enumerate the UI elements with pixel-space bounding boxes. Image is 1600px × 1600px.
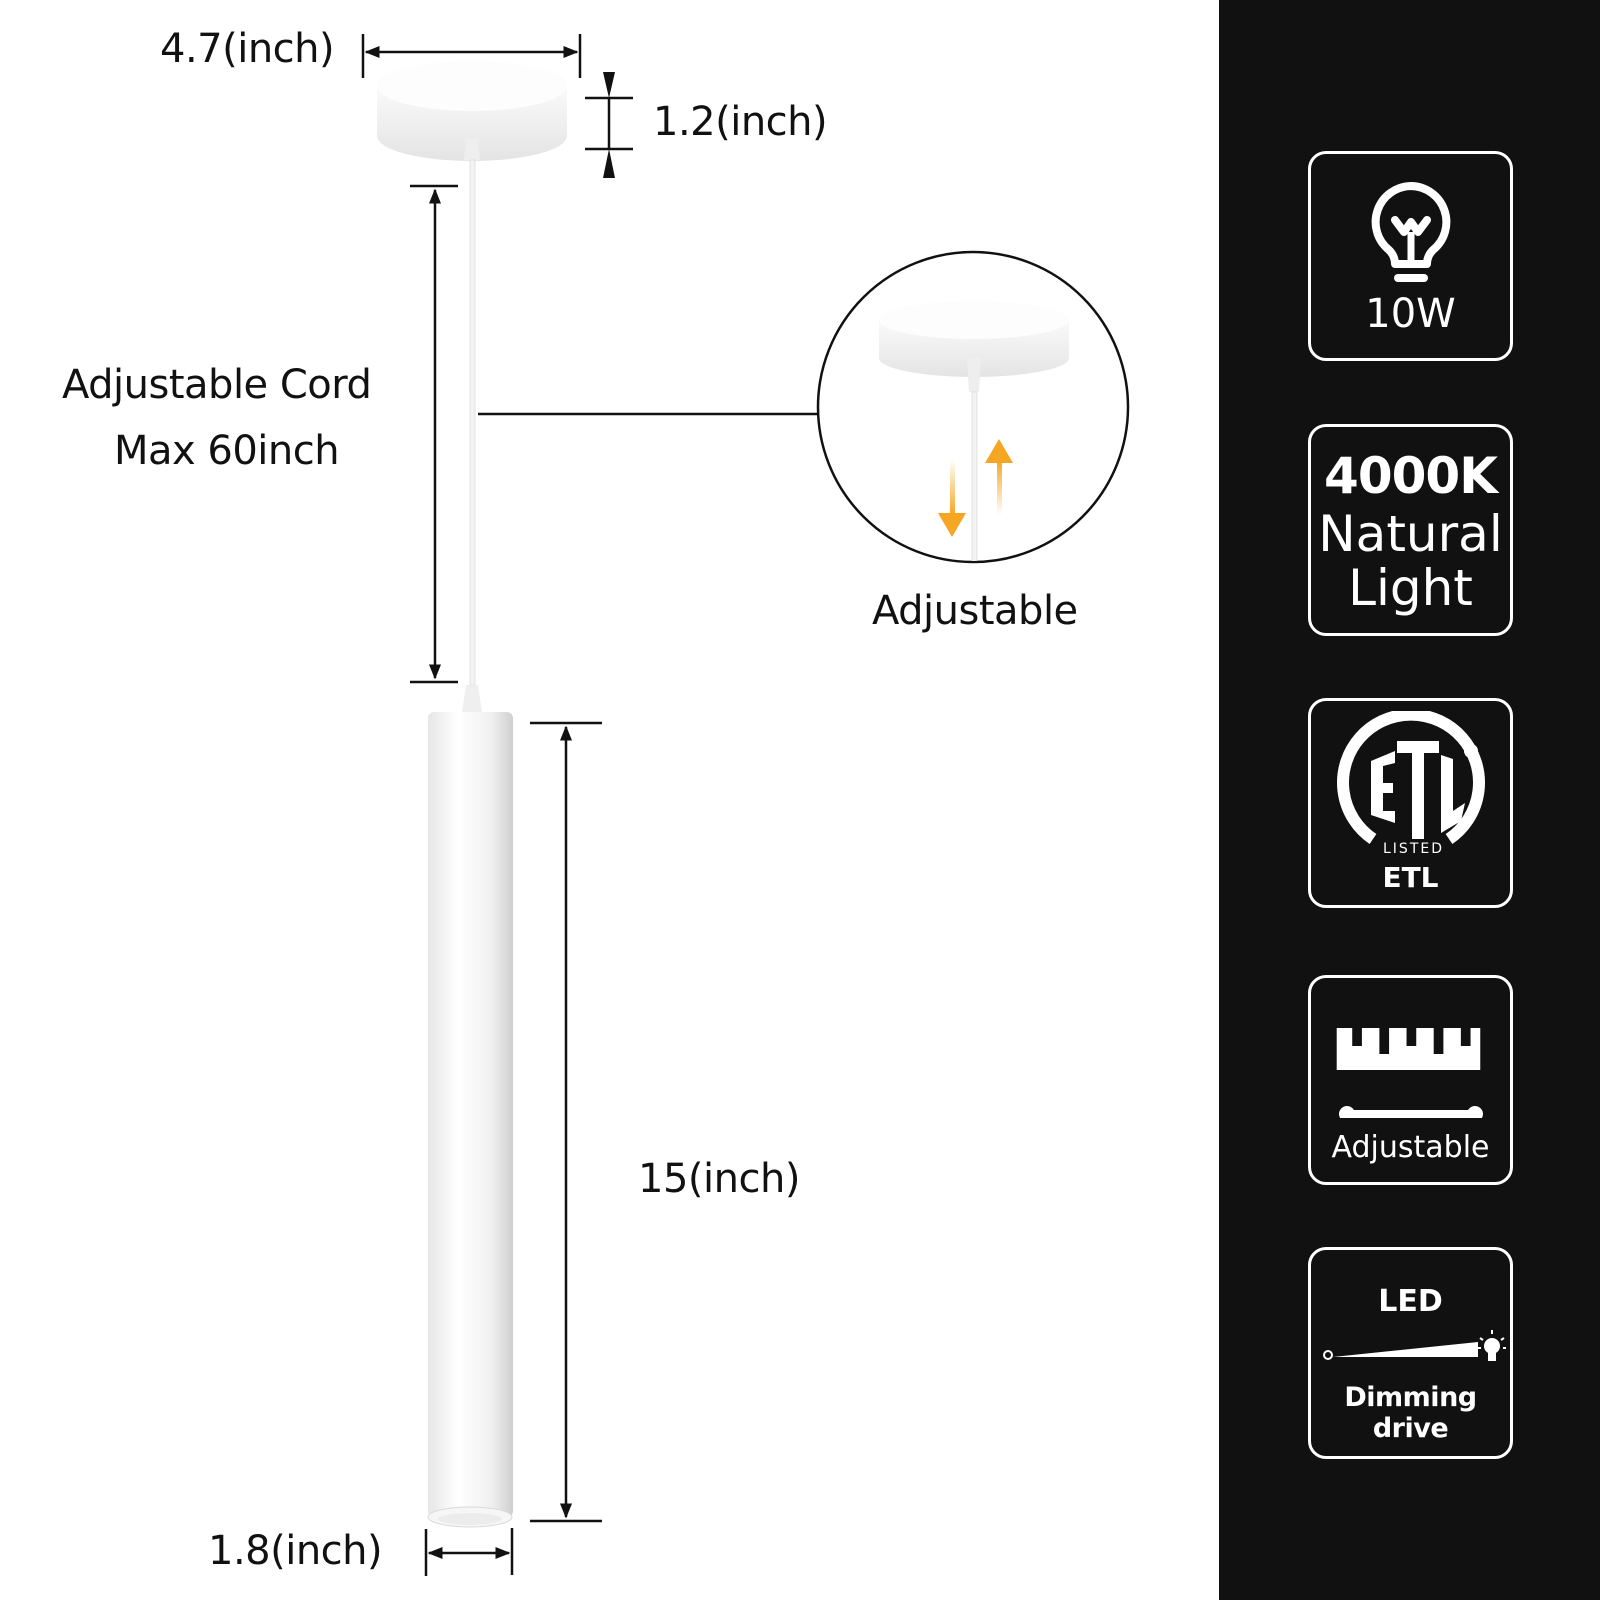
led-label: LED [1378, 1284, 1443, 1319]
color-temp-line2: Natural [1318, 505, 1503, 563]
cord-label-line2: Max 60inch [114, 428, 340, 474]
detail-callout-circle [816, 250, 1130, 564]
fixture-drawing [361, 34, 1130, 1576]
light-bulb-icon [1371, 182, 1451, 282]
pendant-tube [427, 685, 513, 1528]
adjust-arrows-icon [938, 439, 1013, 537]
etl-listed-text: LISTED [1383, 841, 1444, 857]
feature-badge-etl: R LISTED ETL [1308, 698, 1513, 908]
canopy-width-label: 4.7(inch) [160, 26, 335, 72]
color-temp-line3: Light [1348, 559, 1473, 617]
canopy [377, 61, 567, 161]
svg-text:R: R [1468, 747, 1474, 756]
canopy-height-label: 1.2(inch) [653, 99, 828, 145]
dimension-diagram: 4.7(inch) 1.2(inch) Adjustable Cord Max … [62, 26, 1130, 1576]
feature-badge-adjustable: Adjustable [1308, 975, 1513, 1185]
small-bulb-icon [1478, 1330, 1506, 1361]
feature-badge-dimming: LED Dimming drive [1308, 1247, 1513, 1459]
cord-label-line1: Adjustable Cord [62, 362, 372, 408]
feature-panel: 10W 4000K Natural Light R LISTED ETL [1219, 0, 1600, 1600]
dimming-label: Dimming drive [1344, 1382, 1477, 1444]
cord [469, 159, 476, 686]
adjustable-label: Adjustable [1331, 1130, 1490, 1165]
ruler-icon [1336, 1028, 1483, 1118]
dimmer-icon [1323, 1330, 1506, 1361]
etl-listed-icon: R LISTED [1337, 711, 1485, 857]
etl-label: ETL [1382, 861, 1439, 894]
feature-badge-wattage: 10W [1308, 151, 1513, 361]
tube-length-label: 15(inch) [638, 1156, 800, 1202]
color-temp-value: 4000K [1324, 447, 1498, 505]
tube-diameter-label: 1.8(inch) [208, 1528, 383, 1574]
wattage-label: 10W [1365, 291, 1456, 337]
feature-badge-color-temp: 4000K Natural Light [1308, 424, 1513, 636]
detail-callout-label: Adjustable [872, 588, 1078, 634]
